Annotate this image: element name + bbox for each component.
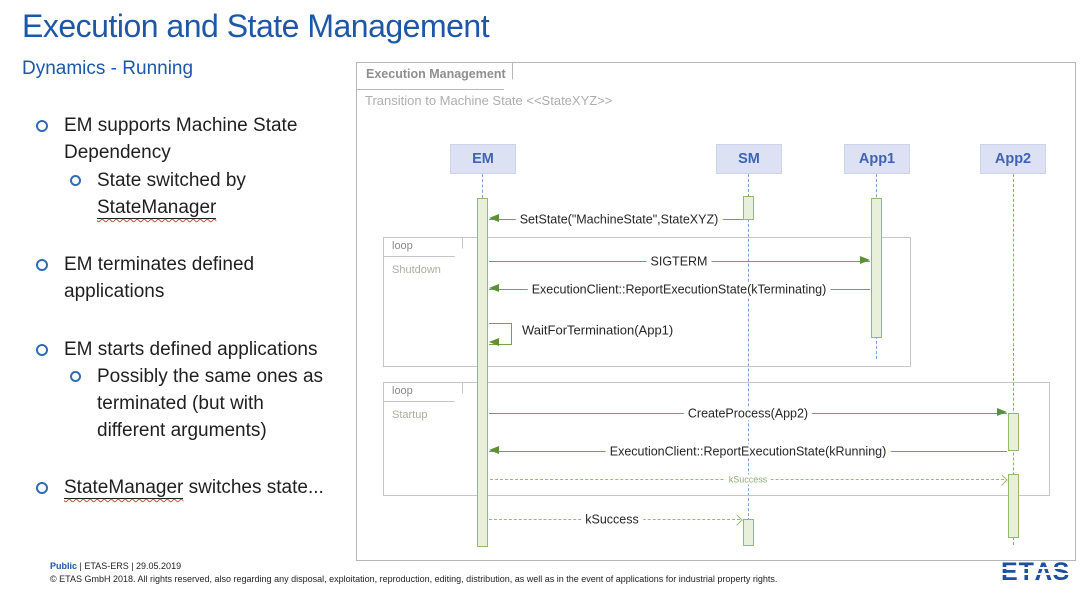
activation-bar-sm-top: [743, 196, 754, 220]
lifeline-header-app2: App2: [980, 144, 1046, 174]
bullet-item-em-terminates: EM terminates defined applications: [36, 251, 356, 305]
diagram-frame-tab: Execution Management: [356, 62, 513, 90]
message-label: ExecutionClient::ReportExecutionState(kT…: [527, 282, 831, 297]
arrowhead-right-icon: [860, 256, 870, 264]
sequence-diagram-frame: Execution Management Transition to Machi…: [356, 62, 1076, 561]
bullet-item-statemanager-switches: StateManager switches state...: [36, 474, 384, 501]
lifeline-app2: [1013, 174, 1014, 545]
arrowhead-left-icon: [489, 284, 499, 292]
loop-fragment-shutdown: loop Shutdown: [383, 237, 911, 367]
bullet-text-segment: State switched by: [97, 170, 246, 191]
activation-bar-app1: [871, 198, 882, 338]
message-label: SIGTERM: [646, 254, 712, 269]
bullet-text: StateManager switches state...: [64, 474, 384, 501]
logo-stripe: [1001, 567, 1071, 569]
lifeline-sm: [748, 174, 749, 546]
lifeline-header-app1: App1: [844, 144, 910, 174]
etas-logo-text: ETΛS: [1001, 558, 1071, 586]
loop-guard-label: Shutdown: [392, 264, 441, 276]
activation-bar-em: [477, 198, 488, 547]
bullet-text: State switched by StateManager: [97, 167, 337, 221]
lifeline-header-em: EM: [450, 144, 516, 174]
arrowhead-left-icon: [489, 446, 499, 454]
bullet-icon: [36, 482, 48, 494]
self-message-line: [489, 323, 512, 345]
etas-logo: ETΛS: [1001, 558, 1071, 586]
slide-subtitle: Dynamics - Running: [22, 58, 194, 79]
bullet-icon: [36, 259, 48, 271]
activation-bar-app2-create: [1008, 413, 1019, 451]
arrowhead-right-icon: [997, 408, 1007, 416]
bullet-text: EM supports Machine State Dependency: [64, 115, 298, 163]
bullet-icon: [36, 344, 48, 356]
arrowhead-left-icon: [489, 338, 499, 346]
bullet-icon: [70, 371, 81, 382]
classification-label: Public: [50, 561, 78, 571]
bullet-text-underlined: StateManager: [97, 197, 217, 219]
message-label: SetState("MachineState",StateXYZ): [515, 212, 723, 227]
message-label: kSuccess: [581, 512, 643, 527]
arrowhead-left-icon: [489, 214, 499, 222]
loop-operator-label: loop: [383, 382, 463, 402]
message-label: WaitForTermination(App1): [519, 322, 677, 338]
loop-fragment-startup: loop Startup: [383, 382, 1050, 496]
activation-bar-app2-success: [1008, 474, 1019, 538]
footer-meta: Public | ETAS-ERS | 29.05.2019: [50, 561, 181, 571]
footer-copyright: © ETAS GmbH 2018. All rights reserved, a…: [50, 574, 778, 584]
loop-operator-label: loop: [383, 237, 463, 257]
footer-meta-text: | ETAS-ERS | 29.05.2019: [77, 561, 182, 571]
logo-stripe: [1001, 573, 1071, 575]
bullet-text: Possibly the same ones as terminated (bu…: [97, 366, 324, 441]
message-label: CreateProcess(App2): [683, 406, 813, 421]
bullet-text-segment: switches state...: [183, 477, 324, 498]
bullet-icon: [70, 175, 81, 186]
bullet-item-em-starts: EM starts defined applications: [36, 336, 384, 363]
bullet-item-possibly-same: Possibly the same ones as terminated (bu…: [70, 363, 337, 444]
arrowhead-open-icon: [731, 514, 743, 526]
bullet-item-em-supports: EM supports Machine State Dependency: [36, 112, 356, 166]
lifeline-header-sm: SM: [716, 144, 782, 174]
bullet-icon: [36, 120, 48, 132]
activation-bar-sm-bottom: [743, 519, 754, 546]
page-title: Execution and State Management: [22, 8, 490, 44]
diagram-subtitle: Transition to Machine State <<StateXYZ>>: [365, 93, 613, 108]
loop-guard-label: Startup: [392, 409, 428, 421]
bullet-text-underlined: StateManager: [64, 477, 184, 499]
bullet-text: EM starts defined applications: [64, 339, 318, 360]
bullet-item-state-switched: State switched by StateManager: [70, 167, 337, 221]
message-label: kSuccess: [725, 474, 771, 485]
message-label: ExecutionClient::ReportExecutionState(kR…: [605, 444, 891, 459]
bullet-text: EM terminates defined applications: [64, 254, 255, 302]
lifeline-em: [482, 174, 483, 198]
